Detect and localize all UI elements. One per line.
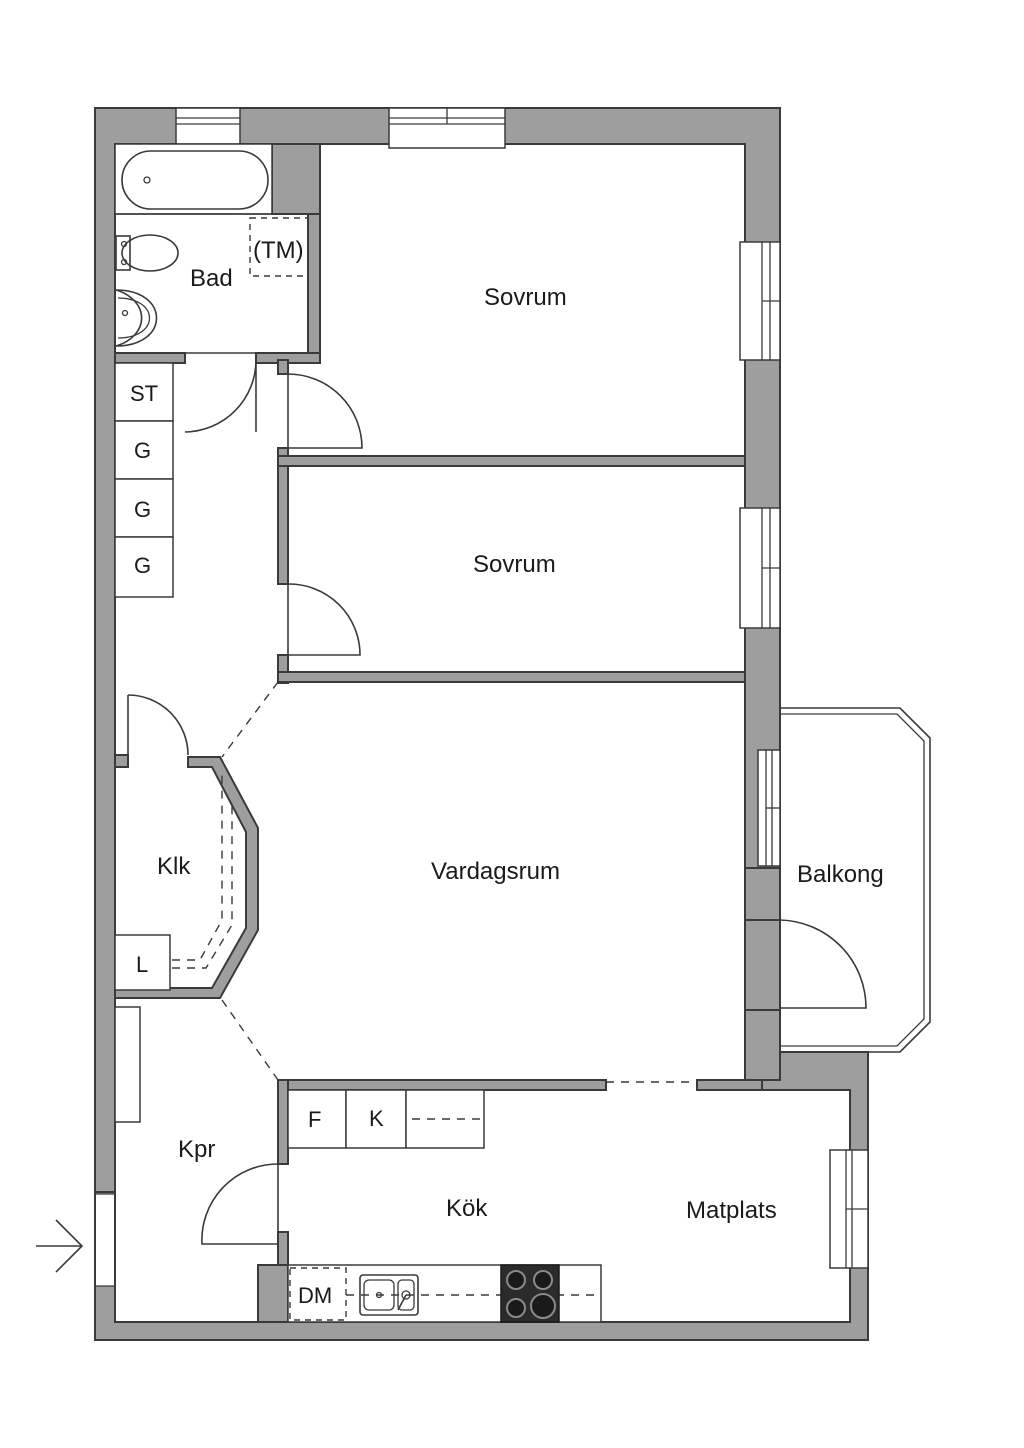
label-g-2: G [134, 497, 151, 522]
label-vardagsrum: Vardagsrum [431, 858, 560, 885]
label-matplats: Matplats [686, 1197, 777, 1224]
balcony [780, 707, 931, 1053]
doors [127, 359, 867, 1245]
kpr-wardrobe [114, 1006, 141, 1123]
label-dm: DM [298, 1283, 332, 1308]
label-st: ST [130, 381, 158, 406]
bathtub-icon [121, 150, 269, 210]
washbasin-icon [115, 289, 158, 347]
klk-details [114, 775, 233, 991]
label-l: L [136, 952, 148, 977]
label-g-3: G [134, 553, 151, 578]
stove-icon [500, 1264, 560, 1323]
kitchen-fixtures [287, 1089, 602, 1323]
bathroom-fixtures [114, 143, 309, 354]
label-bad: Bad [190, 265, 233, 292]
hall-closets [114, 362, 174, 598]
label-g-1: G [134, 438, 151, 463]
room-labels: Bad (TM) Sovrum Sovrum ST G G G Klk L Va… [130, 237, 884, 1308]
label-f: F [308, 1107, 321, 1132]
toilet-icon [115, 234, 179, 272]
label-sovrum-1: Sovrum [484, 284, 567, 311]
label-sovrum-2: Sovrum [473, 551, 556, 578]
label-tm: (TM) [253, 237, 304, 264]
entrance-arrow-icon [36, 1219, 84, 1273]
label-klk: Klk [157, 853, 191, 880]
label-k: K [369, 1106, 384, 1131]
interior-walls [114, 143, 781, 1323]
label-balkong: Balkong [797, 861, 884, 888]
label-kok: Kök [446, 1195, 488, 1222]
windows [175, 107, 869, 1269]
label-kpr: Kpr [178, 1136, 215, 1163]
